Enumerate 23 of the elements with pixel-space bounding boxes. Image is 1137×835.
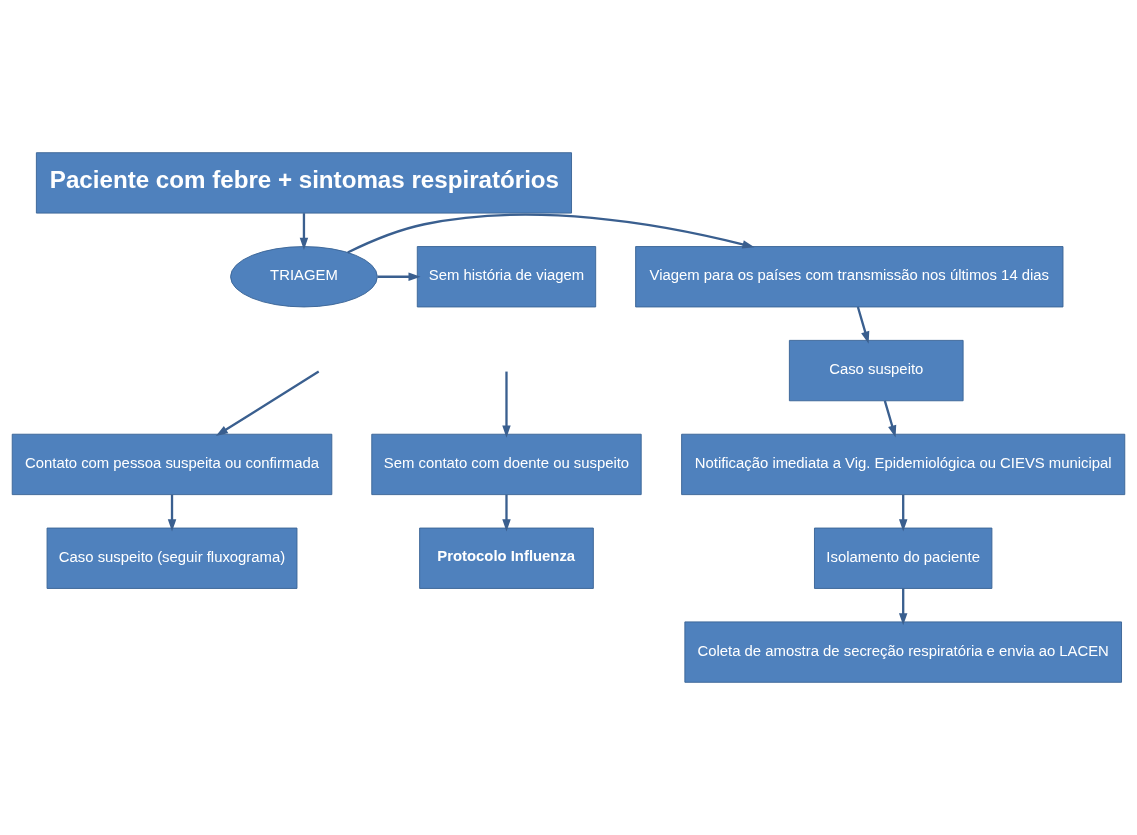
- node-box: Coleta de amostra de secreção respiratória e envia ao LACEN: [684, 621, 1122, 683]
- node-ellipse: TRIAGEM: [230, 246, 378, 308]
- arrow: [347, 213, 755, 254]
- arrow: [898, 494, 908, 532]
- node-box: Viagem para os países com transmissão nos últimos 14 dias: [635, 246, 1064, 308]
- node-box: Paciente com febre + sintomas respiratórios: [35, 152, 572, 214]
- arrow: [898, 588, 908, 626]
- node-box: Caso suspeito (seguir fluxograma): [46, 527, 298, 589]
- arrow: [502, 371, 511, 438]
- node-box: Protocolo Influenza: [419, 527, 594, 589]
- node-box: Isolamento do paciente: [814, 527, 993, 589]
- arrow: [883, 400, 897, 438]
- node-box: Caso suspeito: [788, 339, 964, 402]
- node-box: Notificação imediata a Vig. Epidemiológica ou CIEVS municipal: [681, 433, 1126, 496]
- arrow: [167, 494, 177, 532]
- node-box: Sem história de viagem: [416, 246, 597, 308]
- arrow: [299, 213, 309, 250]
- arrow: [856, 306, 870, 344]
- arrow: [215, 370, 320, 436]
- node-box: Contato com pessoa suspeita ou confirmada: [11, 433, 333, 496]
- arrow: [502, 494, 511, 532]
- node-box: Sem contato com doente ou suspeito: [371, 433, 642, 496]
- arrow: [377, 272, 421, 281]
